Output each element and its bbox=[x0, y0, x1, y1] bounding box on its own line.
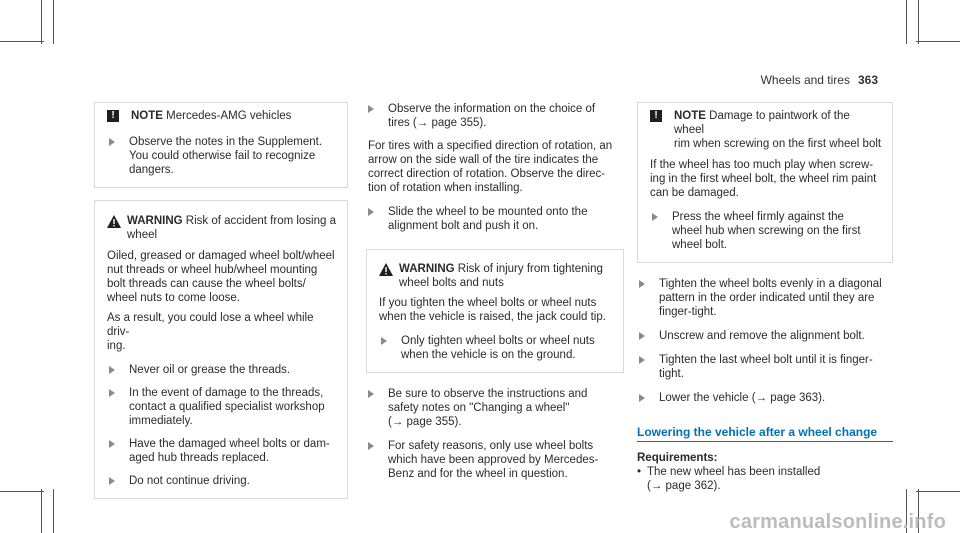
step-item: Lower the vehicle (→ page 363). bbox=[659, 392, 826, 404]
warning-paragraph: If you tighten the wheel bolts or wheel … bbox=[379, 297, 606, 323]
running-header: Wheels and tires 363 bbox=[761, 73, 878, 87]
step-arrow-icon bbox=[637, 329, 647, 343]
warning-box: WARNING Risk of accident from losing a wh… bbox=[94, 200, 348, 499]
note-title: Damage to paintwork of the wheel bbox=[674, 110, 850, 136]
step-item: Do not continue driving. bbox=[129, 475, 250, 487]
step-arrow-icon bbox=[366, 439, 376, 481]
paragraph: For tires with a specified direction of … bbox=[368, 140, 613, 194]
step-arrow-icon bbox=[637, 277, 647, 319]
requirement-item: • The new wheel has been installed(→ pag… bbox=[637, 466, 821, 492]
crop-mark bbox=[53, 0, 54, 44]
step-arrow-icon bbox=[366, 205, 376, 233]
step-arrow-icon bbox=[637, 391, 647, 405]
note-text: Mercedes-AMG vehicles bbox=[166, 110, 292, 122]
step-arrow-icon bbox=[637, 353, 647, 381]
note-paragraph: If the wheel has too much play when scre… bbox=[650, 159, 877, 199]
step-arrow-icon bbox=[107, 474, 117, 488]
page-number: 363 bbox=[857, 73, 878, 87]
crop-mark bbox=[918, 489, 919, 533]
warning-title: Risk of injury from tightening bbox=[457, 263, 603, 275]
requirements-label: Requirements: bbox=[637, 452, 718, 464]
step-arrow-icon bbox=[107, 135, 117, 177]
column-3: ! NOTE Damage to paintwork of the wheel r… bbox=[637, 102, 893, 493]
exclamation-icon: ! bbox=[107, 110, 119, 122]
step-item: Never oil or grease the threads. bbox=[129, 364, 291, 376]
step-item: Tighten the wheel bolts evenly in a diag… bbox=[659, 278, 882, 318]
step-arrow-icon bbox=[650, 210, 660, 252]
section-heading: Lowering the vehicle after a wheel chang… bbox=[637, 425, 893, 442]
note-label: NOTE bbox=[131, 110, 163, 122]
warning-triangle-icon bbox=[107, 215, 121, 228]
warning-title-cont: wheel bbox=[127, 229, 158, 241]
step-arrow-icon bbox=[366, 102, 376, 130]
step-arrow-icon bbox=[107, 386, 117, 428]
warning-box: WARNING Risk of injury from tightening wh… bbox=[366, 249, 624, 373]
warning-label: WARNING bbox=[399, 263, 455, 275]
bullet-icon: • bbox=[637, 466, 642, 478]
crop-mark bbox=[0, 491, 44, 492]
crop-mark bbox=[41, 489, 42, 533]
step-arrow-icon bbox=[379, 334, 389, 362]
warning-triangle-icon bbox=[379, 263, 393, 276]
warning-label: WARNING bbox=[127, 215, 183, 227]
step-item: Tighten the last wheel bolt until it is … bbox=[659, 354, 873, 380]
step-item: Unscrew and remove the alignment bolt. bbox=[659, 330, 865, 342]
crop-mark bbox=[41, 0, 42, 44]
crop-mark bbox=[918, 0, 919, 44]
crop-mark bbox=[0, 41, 44, 42]
warning-title: Risk of accident from losing a bbox=[185, 215, 336, 227]
crop-mark bbox=[906, 0, 907, 44]
warning-paragraph: As a result, you could lose a wheel whil… bbox=[107, 312, 314, 352]
step-arrow-icon bbox=[107, 363, 117, 377]
note-title-cont: rim when screwing on the first wheel bol… bbox=[674, 138, 882, 150]
crop-mark bbox=[906, 489, 907, 533]
step-arrow-icon bbox=[107, 437, 117, 465]
crop-mark bbox=[916, 41, 960, 42]
warning-title-cont: wheel bolts and nuts bbox=[399, 277, 504, 289]
step-arrow-icon bbox=[366, 387, 376, 429]
section-title: Wheels and tires bbox=[760, 73, 850, 87]
note-step: Observe the notes in the Supplement.You … bbox=[129, 136, 323, 176]
note-box: ! NOTE Damage to paintwork of the wheel r… bbox=[637, 102, 893, 263]
crop-mark bbox=[916, 491, 960, 492]
step-item: For safety reasons, only use wheel bolts… bbox=[388, 440, 599, 480]
note-label: NOTE bbox=[674, 110, 706, 122]
step-item: Observe the information on the choice of… bbox=[388, 103, 596, 129]
watermark: carmanualsonline.info bbox=[729, 511, 946, 533]
crop-mark bbox=[53, 489, 54, 533]
column-2: Observe the information on the choice of… bbox=[366, 102, 624, 481]
column-1: ! NOTE Mercedes-AMG vehicles Observe the… bbox=[94, 102, 348, 499]
exclamation-icon: ! bbox=[650, 110, 662, 122]
step-item: In the event of damage to the threads,co… bbox=[129, 387, 325, 427]
step-item: Have the damaged wheel bolts or dam-aged… bbox=[129, 438, 330, 464]
note-box: ! NOTE Mercedes-AMG vehicles Observe the… bbox=[94, 102, 348, 188]
warning-paragraph: Oiled, greased or damaged wheel bolt/whe… bbox=[107, 250, 335, 304]
